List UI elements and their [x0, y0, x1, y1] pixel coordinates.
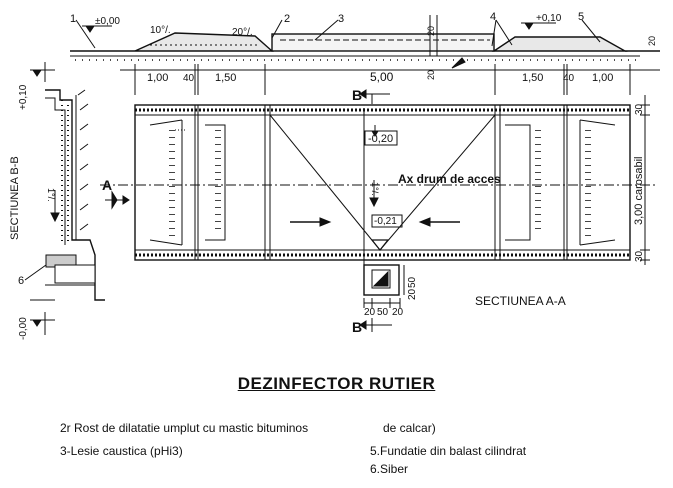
section-bb-elev-top: +0,10: [18, 84, 29, 110]
drain-dim-v-20: 20: [407, 288, 418, 300]
dim-20b: 20: [426, 70, 436, 80]
legend-item-3: 3-Lesie caustica (pHi3): [60, 444, 183, 458]
slope-plan: 1°/.: [370, 182, 380, 196]
section-aa-label: SECTIUNEA A-A: [475, 294, 566, 308]
dim-20c: 20: [647, 36, 657, 46]
dim-30-bottom: 30: [634, 250, 645, 262]
legend-item-5: 5.Fundatie din balast cilindrat: [370, 444, 527, 458]
slope-mid: 20°/.: [232, 27, 253, 38]
dim-40-left: 40: [183, 73, 195, 84]
elev-inner: -0,20: [368, 133, 393, 145]
dim-40-right: 40: [563, 73, 575, 84]
callout-3: 3: [338, 13, 344, 25]
axis-label: Ax drum de acces: [398, 172, 501, 186]
dim-20a: 20: [426, 26, 436, 36]
longitudinal-profile: [70, 15, 660, 69]
callout-5: 5: [578, 11, 584, 23]
section-bb-labels: SECTIUNEA B-B +0,10 -0,00 1°/. 6: [9, 84, 56, 340]
dim-1-50-right: 1,50: [522, 72, 543, 84]
section-bb-label: SECTIUNEA B-B: [9, 156, 21, 240]
dim-1-00-left: 1,00: [147, 72, 168, 84]
section-b-top-marker: B: [352, 87, 362, 103]
callout-1: 1: [70, 13, 76, 25]
elev-right: +0,10: [536, 13, 562, 24]
drain-dim-20-left: 20: [364, 307, 376, 318]
callout-6: 6: [18, 275, 24, 287]
elev-left: ±0,00: [95, 16, 120, 27]
plan-labels: 1,00 40 1,50 5,00 1,50 40 1,00 30 3,00 c…: [102, 70, 645, 335]
section-a-marker: A: [102, 177, 112, 193]
plan-view: [100, 89, 655, 332]
dim-1-50-left: 1,50: [215, 72, 236, 84]
elev-pit: -0,21: [374, 216, 397, 227]
drawing-title: DEZINFECTOR RUTIER: [237, 374, 436, 393]
drain-dim-v-50: 50: [407, 276, 418, 288]
profile-labels: 1 2 3 4 5 ±0,00 +0,10 10°/. 20°/. 20 20 …: [70, 11, 657, 80]
callout-2: 2: [284, 13, 290, 25]
section-bb-elev-bottom: -0,00: [18, 317, 29, 340]
legend-item-2: 2r Rost de dilatatie umplut cu mastic bi…: [60, 421, 309, 435]
slope-left: 10°/.: [150, 25, 171, 36]
legend-item-6: 6.Siber: [370, 462, 409, 476]
drain-dim-20-right: 20: [392, 307, 404, 318]
dim-3-00-carosabil: 3,00 carosabil: [633, 157, 645, 226]
section-bb-slope: 1°/.: [46, 188, 56, 202]
dim-1-00-right: 1,00: [592, 72, 613, 84]
legend-item-2-cont: de calcar): [383, 421, 436, 435]
callout-4: 4: [490, 11, 496, 23]
section-bb: [24, 62, 105, 335]
dim-30-top: 30: [634, 103, 645, 115]
drain-dim-50: 50: [377, 307, 389, 318]
plan-dimension-line: [120, 64, 660, 95]
section-b-bottom-marker: B: [352, 319, 362, 335]
dim-5-00: 5,00: [370, 70, 394, 84]
